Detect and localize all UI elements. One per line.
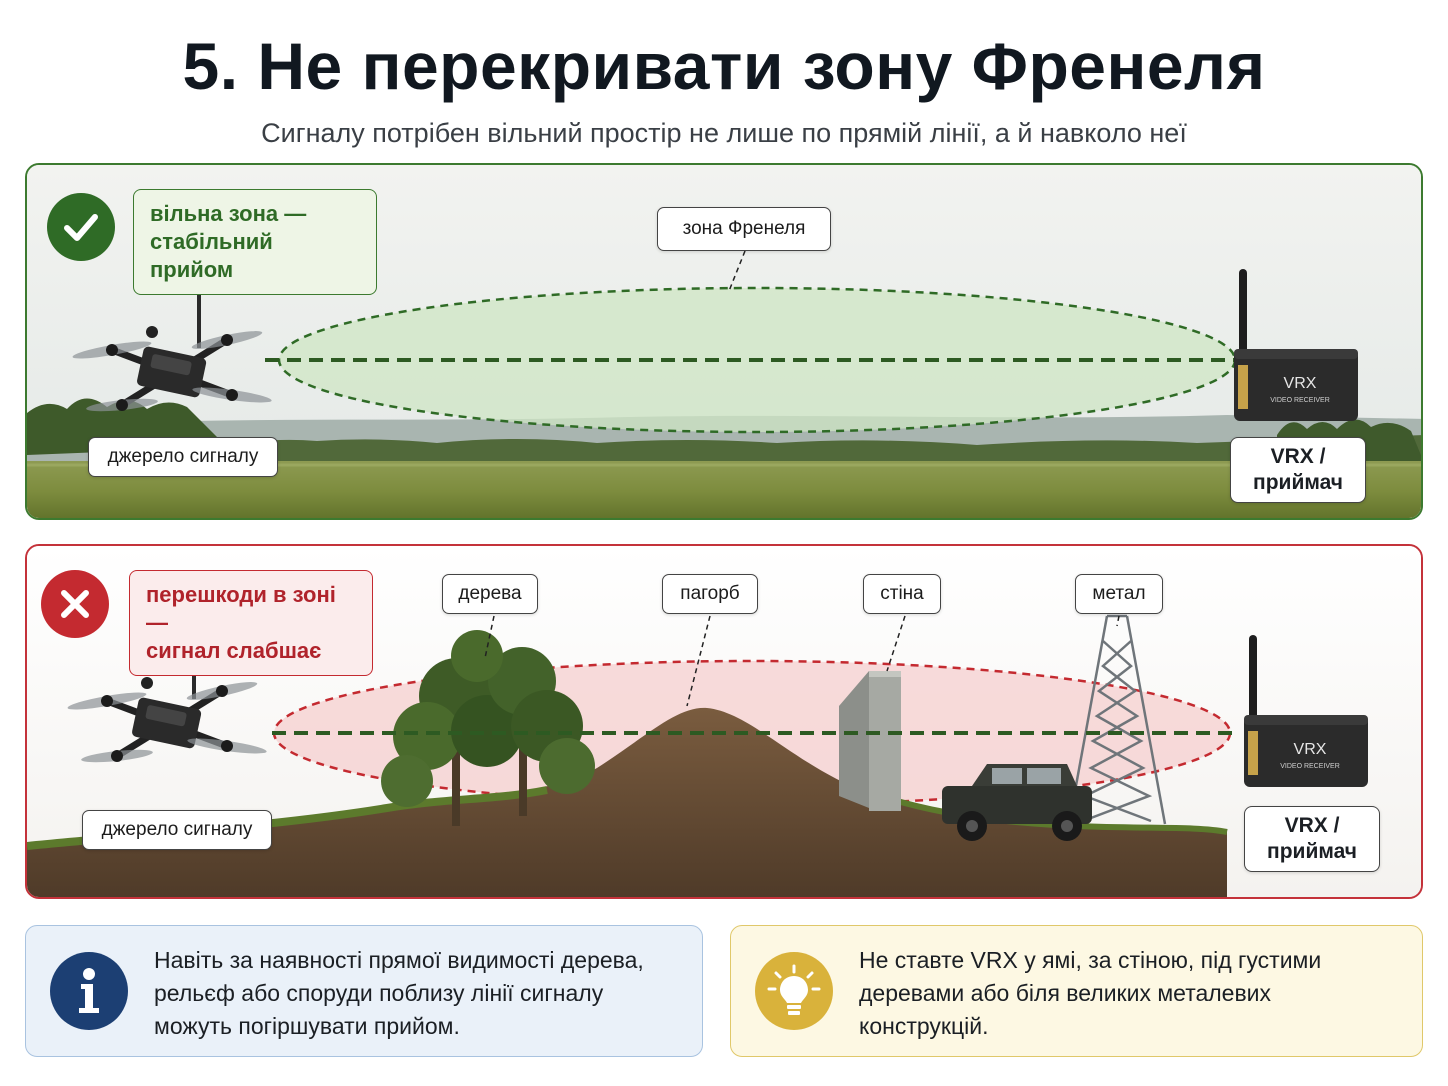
vrx-device-illustration: VRX VIDEO RECEIVER (1244, 635, 1368, 787)
bad-status-line1: перешкоди в зоні — (146, 582, 336, 635)
good-status-line1: вільна зона — (150, 201, 307, 226)
obstacle-label-trees: дерева (442, 574, 538, 614)
failure-status-icon (41, 570, 109, 638)
success-status-icon (47, 193, 115, 261)
vrx-receiver-label: VRX / приймач (1244, 806, 1380, 872)
fresnel-zone-label: зона Френеля (657, 207, 831, 251)
good-status-message: вільна зона — стабільний прийом (133, 189, 377, 295)
drone-illustration (67, 631, 267, 763)
vrx-receiver-label: VRX / приймач (1230, 437, 1366, 503)
cross-icon (61, 590, 89, 618)
good-status-line2: стабільний прийом (150, 229, 273, 282)
bad-status-line2: сигнал слабшає (146, 638, 322, 663)
info-note-text: Навіть за наявності прямої видимості дер… (154, 947, 644, 1039)
svg-text:VRX: VRX (1294, 741, 1327, 758)
svg-text:VIDEO RECEIVER: VIDEO RECEIVER (1280, 763, 1340, 770)
page-title: 5. Не перекривати зону Френеля (182, 29, 1266, 103)
svg-text:VIDEO RECEIVER: VIDEO RECEIVER (1270, 397, 1330, 404)
obstacle-label-metal: метал (1075, 574, 1163, 614)
signal-source-label: джерело сигналу (82, 810, 272, 850)
info-note: Навіть за наявності прямої видимості дер… (25, 925, 703, 1057)
info-icon (50, 952, 128, 1030)
trees-illustration (381, 630, 595, 826)
lightbulb-icon (755, 952, 833, 1030)
good-example-panel: VRX VIDEO RECEIVER вільна зона — стабіль… (25, 163, 1423, 520)
obstacle-label-wall: стіна (863, 574, 941, 614)
signal-source-label: джерело сигналу (88, 437, 278, 477)
bad-example-panel: VRX VIDEO RECEIVER перешкоди в зоні — си… (25, 544, 1423, 899)
wall-illustration (839, 671, 901, 811)
svg-text:VRX: VRX (1284, 375, 1317, 392)
vrx-device-illustration: VRX VIDEO RECEIVER (1234, 269, 1358, 421)
obstacle-label-hill: пагорб (662, 574, 758, 614)
bad-status-message: перешкоди в зоні — сигнал слабшає (129, 570, 373, 676)
tip-note: Не ставте VRX у ямі, за стіною, під густ… (730, 925, 1423, 1057)
tip-note-text: Не ставте VRX у ямі, за стіною, під густ… (859, 947, 1322, 1039)
check-icon (64, 214, 98, 241)
vehicle-illustration (942, 764, 1092, 841)
page-subtitle: Сигналу потрібен вільний простір не лише… (261, 118, 1187, 148)
